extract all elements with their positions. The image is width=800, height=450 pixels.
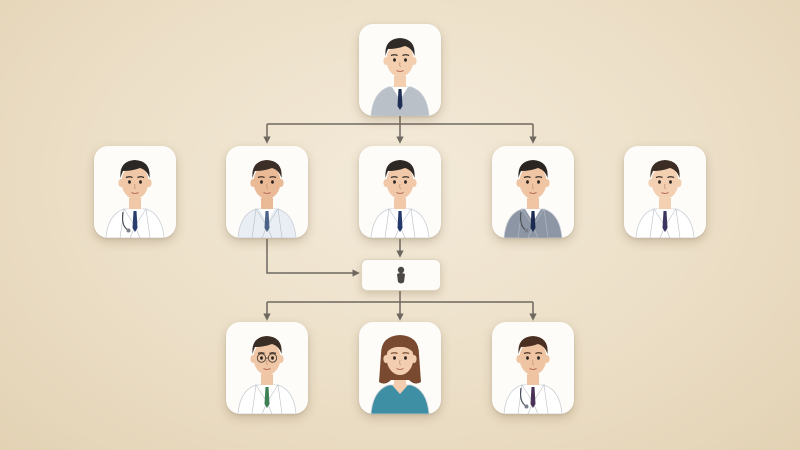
- avatar-portrait: [237, 160, 297, 238]
- node-physician-2[interactable]: [226, 146, 308, 238]
- node-physician-5[interactable]: [624, 146, 706, 238]
- avatar-portrait: [370, 38, 430, 116]
- avatar-portrait: [503, 160, 563, 238]
- node-physician-7[interactable]: [492, 322, 574, 414]
- avatar-portrait: [370, 335, 430, 414]
- hub-node[interactable]: [361, 259, 441, 291]
- avatar-portrait: [370, 160, 430, 238]
- node-nurse[interactable]: [359, 322, 441, 414]
- node-physician-3[interactable]: [359, 146, 441, 238]
- avatar-portrait: [237, 336, 297, 414]
- connector-physician-2-to-hub: [266, 239, 360, 277]
- avatar-portrait: [503, 336, 563, 414]
- avatar-portrait: [635, 160, 695, 238]
- avatar-portrait: [105, 160, 165, 238]
- node-physician-glasses[interactable]: [226, 322, 308, 414]
- person-silhouette-icon: [397, 266, 405, 284]
- node-physician-4[interactable]: [492, 146, 574, 238]
- node-lead-physician[interactable]: [359, 24, 441, 116]
- node-physician-1[interactable]: [94, 146, 176, 238]
